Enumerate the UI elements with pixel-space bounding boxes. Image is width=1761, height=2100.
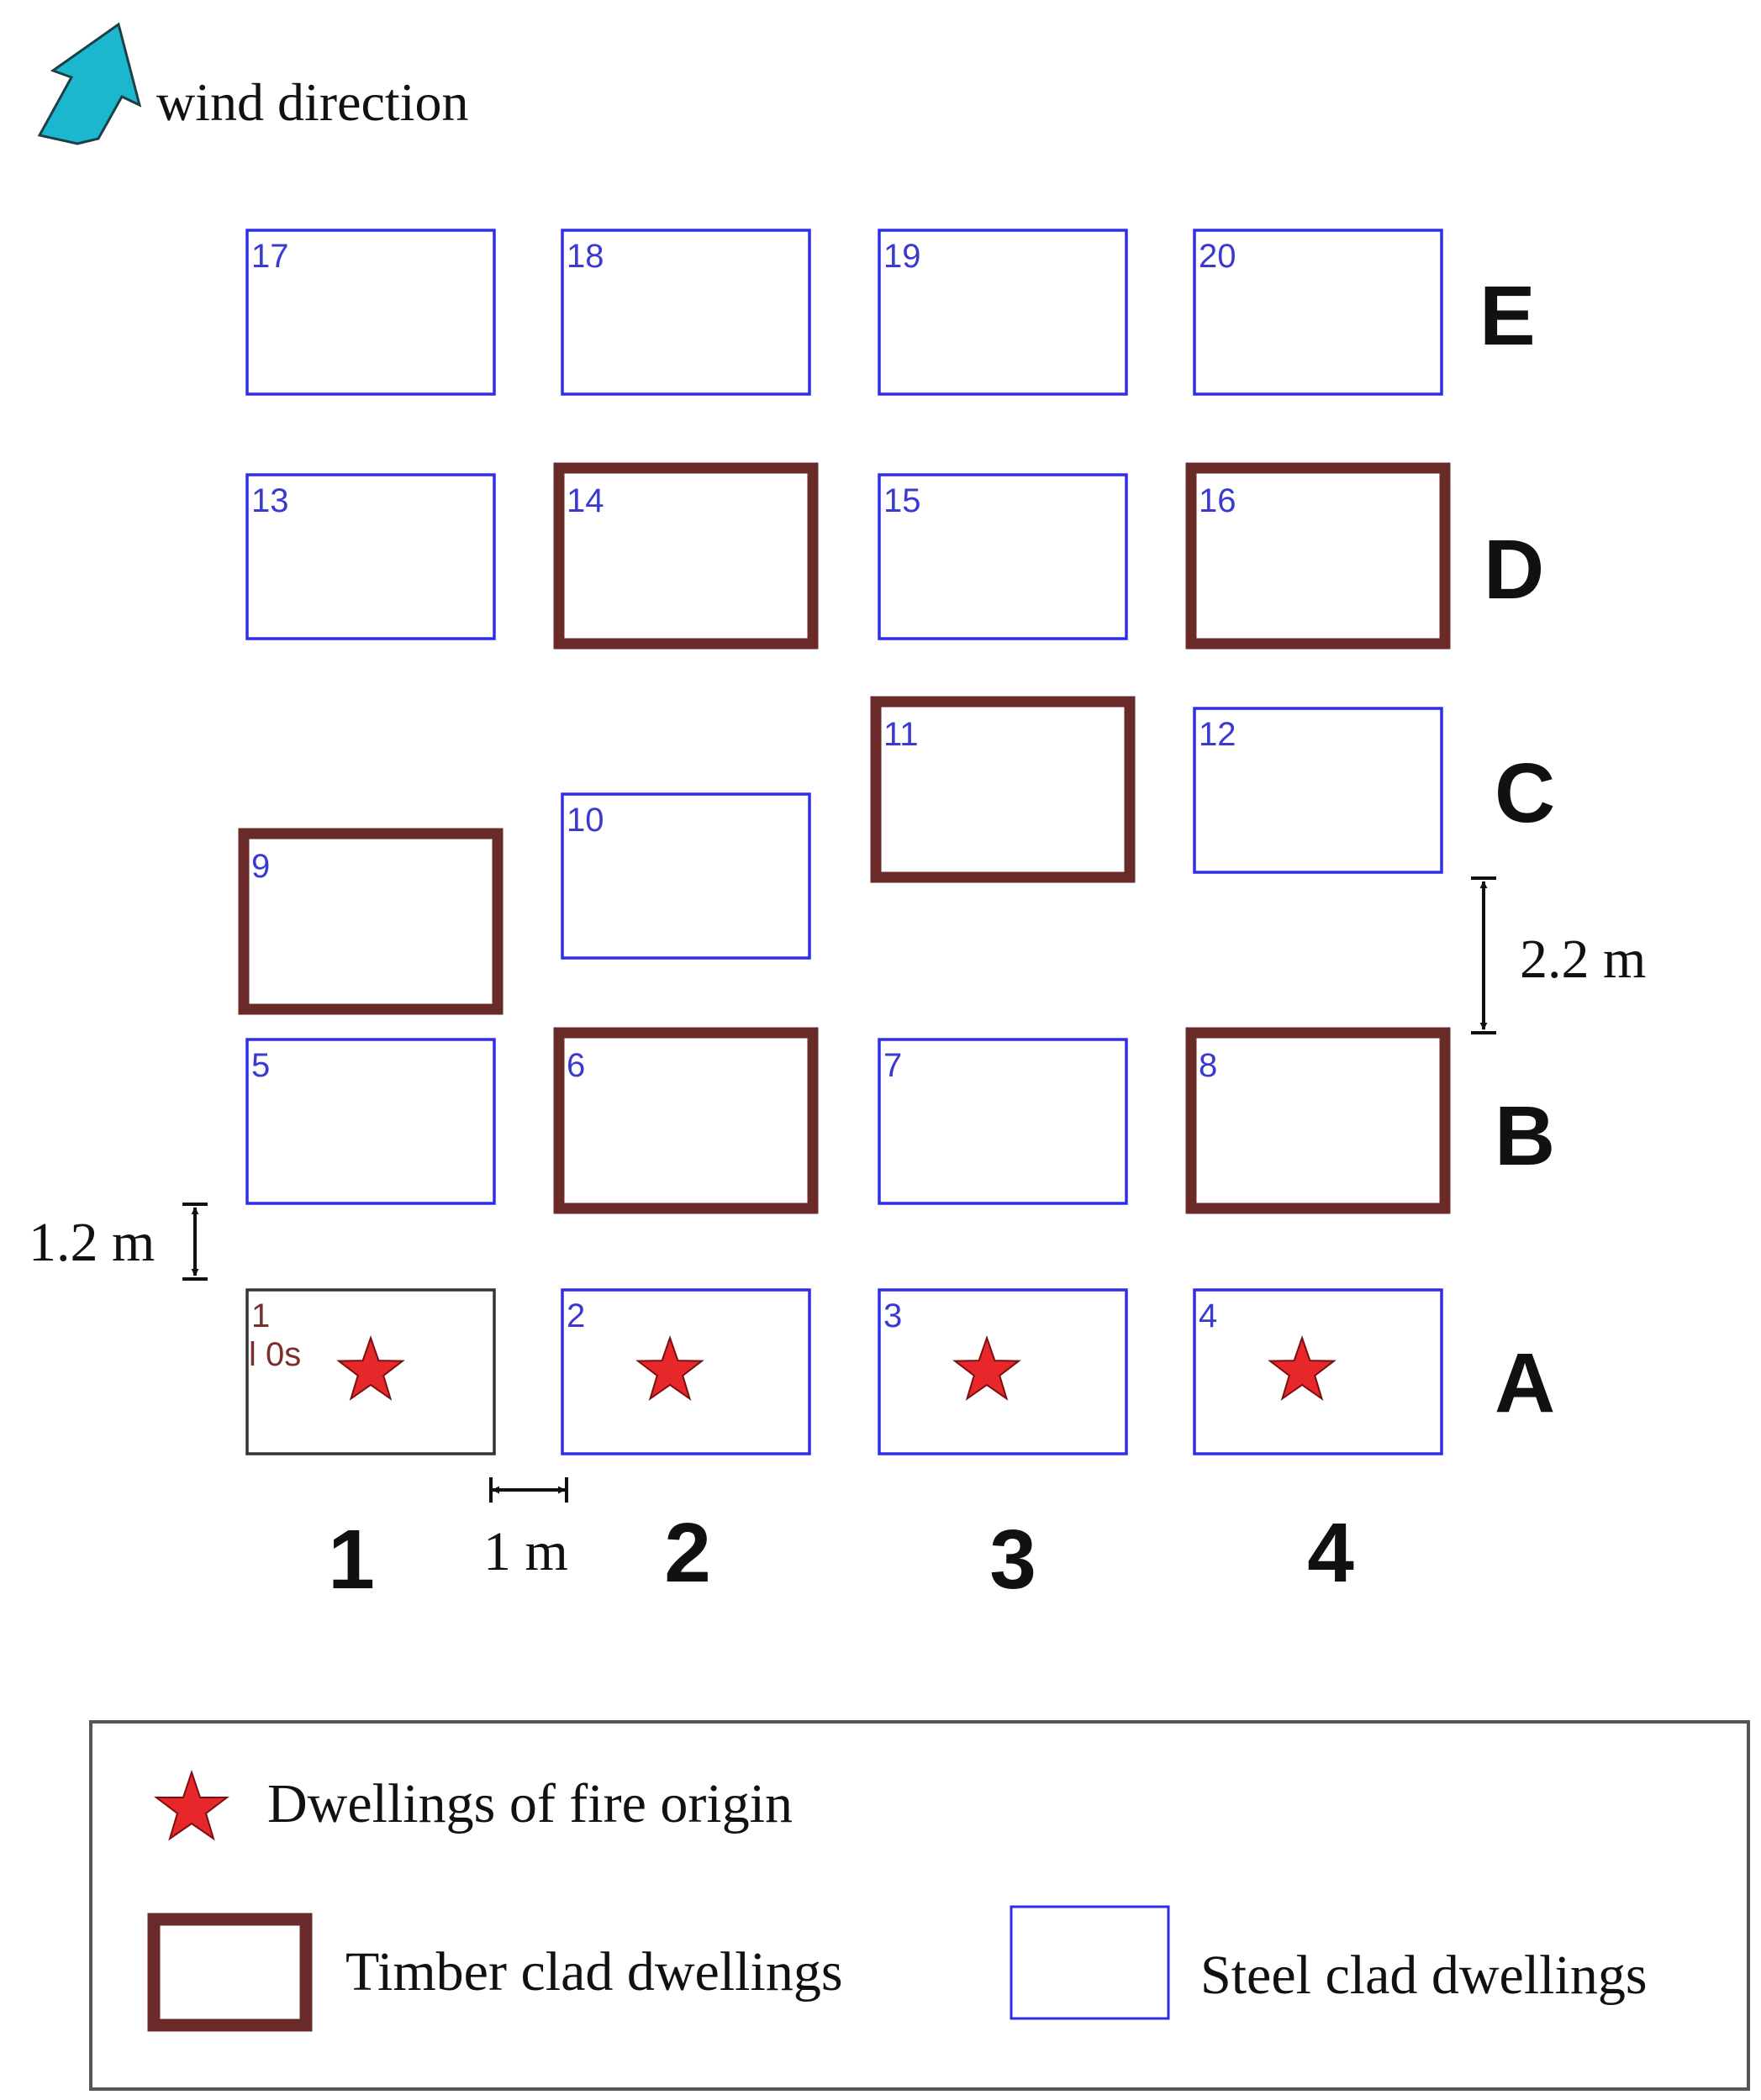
- dwelling-number: 16: [1199, 482, 1236, 519]
- dwelling-number: 14: [567, 482, 604, 519]
- row-label-d: D: [1484, 523, 1544, 617]
- steel-dwelling-outline: [1193, 229, 1443, 396]
- staggered-gap-label: 2.2 m: [1520, 929, 1646, 990]
- dwelling-number: 11: [883, 716, 919, 753]
- steel-dwelling-outline: [878, 473, 1128, 640]
- steel-dwelling-outline: [878, 1288, 1128, 1455]
- column-labels: 1 2 3 4: [328, 1506, 1354, 1607]
- steel-swatch: [1010, 1905, 1170, 2020]
- row-gap-label: 1.2 m: [29, 1212, 155, 1273]
- dwelling-16: 16: [1185, 462, 1451, 650]
- ignition-dwelling-outline: [245, 1288, 496, 1455]
- column-label-4: 4: [1307, 1506, 1354, 1600]
- wind-indicator: wind direction: [37, 22, 468, 145]
- steel-dwelling-outline: [1193, 1288, 1443, 1455]
- dwelling-13: 13: [245, 473, 496, 640]
- dwelling-3: 3: [878, 1288, 1128, 1455]
- timber-dwelling-outline: [553, 1027, 819, 1214]
- legend-frame: [89, 1720, 1750, 2091]
- dwelling-5: 5: [245, 1038, 496, 1205]
- column-gap-label: 1 m: [483, 1521, 568, 1582]
- steel-dwelling-outline: [245, 229, 496, 396]
- column-label-3: 3: [989, 1513, 1036, 1607]
- fire-origin-star-icon: [336, 1334, 405, 1401]
- ignition-time-note: l 0s: [249, 1336, 301, 1373]
- dwelling-number: 12: [1199, 716, 1236, 753]
- dwelling-grid: 1l 0s 2 3 4 5 6 7 8 9 10 11 12 13 14 15 16 17 18 19 20: [238, 229, 1451, 1455]
- row-label-e: E: [1479, 269, 1536, 363]
- dwelling-number: 7: [883, 1047, 902, 1084]
- dwelling-number: 19: [883, 238, 921, 275]
- dwelling-number: 9: [251, 848, 270, 885]
- wind-arrow-icon: [37, 22, 142, 145]
- wind-direction-label: wind direction: [156, 72, 468, 132]
- legend-fire-origin-label: Dwellings of fire origin: [267, 1773, 793, 1834]
- dwelling-10: 10: [561, 792, 811, 960]
- dimension-row-gap: 1.2 m: [29, 1203, 208, 1281]
- timber-swatch: [147, 1913, 313, 2032]
- dwelling-6: 6: [553, 1027, 819, 1214]
- dwelling-number: 13: [251, 482, 289, 519]
- dwelling-number: 15: [883, 482, 921, 519]
- fire-origin-star-icon: [635, 1334, 704, 1401]
- dwelling-number: 1: [251, 1297, 270, 1334]
- dimension-staggered-gap: 2.2 m: [1471, 876, 1646, 1034]
- dwelling-9: 9: [238, 828, 504, 1015]
- row-label-a: A: [1495, 1336, 1555, 1430]
- dwelling-11: 11: [870, 696, 1136, 883]
- column-label-1: 1: [328, 1513, 375, 1607]
- legend-steel-label: Steel clad dwellings: [1200, 1945, 1648, 2006]
- timber-dwelling-outline: [238, 828, 504, 1015]
- timber-dwelling-outline: [1185, 1027, 1451, 1214]
- steel-dwelling-outline: [245, 1038, 496, 1205]
- dwelling-4: 4: [1193, 1288, 1443, 1455]
- dwelling-number: 2: [567, 1297, 585, 1334]
- column-label-2: 2: [664, 1506, 711, 1600]
- dwelling-19: 19: [878, 229, 1128, 396]
- dwelling-1: 1l 0s: [245, 1288, 496, 1455]
- dwelling-number: 8: [1199, 1047, 1217, 1084]
- dwelling-number: 10: [567, 802, 604, 839]
- timber-dwelling-outline: [870, 696, 1136, 883]
- fire-origin-star-icon: [1268, 1334, 1337, 1401]
- fire-origin-star-icon: [154, 1769, 229, 1841]
- dwelling-number: 3: [883, 1297, 902, 1334]
- row-labels: A B C D E: [1479, 269, 1555, 1430]
- dwelling-number: 18: [567, 238, 604, 275]
- row-label-c: C: [1495, 746, 1555, 840]
- dwelling-18: 18: [561, 229, 811, 396]
- dwelling-20: 20: [1193, 229, 1443, 396]
- dwelling-number: 20: [1199, 238, 1236, 275]
- dimension-column-gap: 1 m: [483, 1477, 568, 1582]
- dwelling-15: 15: [878, 473, 1128, 640]
- steel-dwelling-outline: [561, 792, 811, 960]
- dwelling-2: 2: [561, 1288, 811, 1455]
- steel-dwelling-outline: [1193, 707, 1443, 874]
- timber-dwelling-outline: [553, 462, 819, 650]
- dwelling-17: 17: [245, 229, 496, 396]
- dwelling-number: 6: [567, 1047, 585, 1084]
- dwelling-8: 8: [1185, 1027, 1451, 1214]
- dwelling-12: 12: [1193, 707, 1443, 874]
- dwelling-number: 17: [251, 238, 289, 275]
- steel-dwelling-outline: [245, 473, 496, 640]
- fire-origin-star-icon: [952, 1334, 1021, 1401]
- legend-timber-label: Timber clad dwellings: [345, 1941, 843, 2003]
- dwelling-14: 14: [553, 462, 819, 650]
- dwelling-7: 7: [878, 1038, 1128, 1205]
- row-label-b: B: [1495, 1089, 1555, 1183]
- steel-dwelling-outline: [878, 1038, 1128, 1205]
- timber-dwelling-outline: [1185, 462, 1451, 650]
- steel-dwelling-outline: [561, 1288, 811, 1455]
- steel-dwelling-outline: [561, 229, 811, 396]
- legend: Dwellings of fire origin Timber clad dwe…: [89, 1720, 1750, 2091]
- dwelling-number: 4: [1199, 1297, 1217, 1334]
- dwelling-number: 5: [251, 1047, 270, 1084]
- steel-dwelling-outline: [878, 229, 1128, 396]
